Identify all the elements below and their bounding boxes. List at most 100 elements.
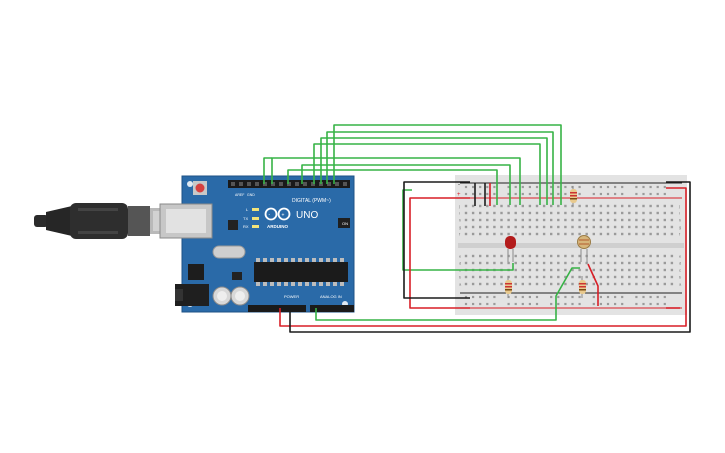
wire-green[interactable] [263, 157, 272, 184]
wire-black[interactable] [289, 181, 691, 333]
resistor[interactable] [570, 186, 577, 206]
breadboard-hole[interactable] [649, 225, 652, 229]
breadboard-hole[interactable] [493, 254, 496, 258]
breadboard-hole[interactable] [521, 268, 524, 272]
breadboard-hole[interactable] [599, 218, 603, 222]
breadboard-hole[interactable] [479, 275, 482, 279]
breadboard-hole[interactable] [486, 275, 489, 279]
breadboard-hole[interactable] [479, 218, 482, 222]
breadboard-hole[interactable] [578, 295, 581, 299]
breadboard-hole[interactable] [550, 204, 553, 208]
breadboard-hole[interactable] [514, 218, 517, 222]
breadboard-hole[interactable] [486, 295, 489, 299]
breadboard-hole[interactable] [635, 225, 638, 229]
breadboard-hole[interactable] [606, 261, 610, 265]
breadboard-hole[interactable] [621, 275, 624, 279]
breadboard-hole[interactable] [471, 232, 475, 236]
breadboard-hole[interactable] [663, 211, 666, 215]
breadboard-hole[interactable] [571, 295, 574, 299]
breadboard-hole[interactable] [642, 232, 645, 236]
breadboard-hole[interactable] [486, 232, 489, 236]
analog-header[interactable] [310, 305, 354, 312]
breadboard-hole[interactable] [649, 204, 652, 208]
breadboard-hole[interactable] [550, 218, 553, 222]
breadboard-hole[interactable] [628, 211, 631, 215]
breadboard-hole[interactable] [592, 204, 595, 208]
breadboard-hole[interactable] [464, 185, 468, 189]
breadboard-hole[interactable] [493, 192, 496, 196]
breadboard-hole[interactable] [592, 302, 595, 306]
breadboard-hole[interactable] [500, 211, 503, 215]
breadboard-hole[interactable] [656, 185, 659, 189]
breadboard-hole[interactable] [606, 225, 610, 229]
breadboard-hole[interactable] [656, 204, 659, 208]
breadboard-hole[interactable] [528, 275, 532, 279]
breadboard-hole[interactable] [635, 295, 638, 299]
breadboard-hole[interactable] [642, 275, 645, 279]
breadboard-hole[interactable] [564, 268, 567, 272]
breadboard-hole[interactable] [493, 295, 496, 299]
breadboard-hole[interactable] [599, 275, 603, 279]
breadboard-hole[interactable] [613, 225, 617, 229]
breadboard-hole[interactable] [535, 268, 539, 272]
breadboard-hole[interactable] [521, 185, 524, 189]
breadboard-hole[interactable] [621, 192, 624, 196]
breadboard-hole[interactable] [479, 192, 482, 196]
breadboard-hole[interactable] [550, 192, 553, 196]
breadboard-hole[interactable] [621, 254, 624, 258]
breadboard-hole[interactable] [521, 218, 524, 222]
breadboard-hole[interactable] [621, 302, 624, 306]
breadboard-hole[interactable] [571, 225, 574, 229]
breadboard-hole[interactable] [628, 254, 631, 258]
breadboard-hole[interactable] [656, 302, 659, 306]
breadboard-hole[interactable] [542, 218, 546, 222]
breadboard-hole[interactable] [535, 218, 539, 222]
breadboard-hole[interactable] [614, 185, 617, 189]
breadboard-hole[interactable] [599, 192, 602, 196]
breadboard-hole[interactable] [542, 261, 546, 265]
breadboard-hole[interactable] [521, 225, 524, 229]
breadboard-hole[interactable] [542, 275, 546, 279]
breadboard-hole[interactable] [628, 225, 631, 229]
breadboard-hole[interactable] [635, 211, 638, 215]
breadboard-hole[interactable] [514, 204, 517, 208]
breadboard-hole[interactable] [635, 232, 638, 236]
breadboard-hole[interactable] [642, 211, 645, 215]
breadboard-hole[interactable] [486, 282, 489, 286]
breadboard-hole[interactable] [571, 275, 574, 279]
breadboard-hole[interactable] [557, 232, 560, 236]
breadboard-hole[interactable] [649, 295, 652, 299]
breadboard-hole[interactable] [550, 254, 553, 258]
breadboard-hole[interactable] [621, 268, 624, 272]
breadboard-hole[interactable] [642, 192, 645, 196]
breadboard-hole[interactable] [635, 282, 638, 286]
breadboard-hole[interactable] [550, 232, 553, 236]
breadboard-hole[interactable] [471, 261, 475, 265]
breadboard-hole[interactable] [592, 232, 595, 236]
breadboard-hole[interactable] [656, 192, 659, 196]
breadboard-hole[interactable] [535, 261, 539, 265]
breadboard-hole[interactable] [585, 282, 588, 286]
breadboard-hole[interactable] [592, 261, 595, 265]
breadboard-hole[interactable] [557, 225, 560, 229]
breadboard-hole[interactable] [528, 211, 532, 215]
breadboard-hole[interactable] [670, 211, 674, 215]
breadboard-hole[interactable] [606, 282, 610, 286]
resistor[interactable] [505, 276, 512, 298]
breadboard-hole[interactable] [635, 218, 638, 222]
breadboard-hole[interactable] [550, 302, 553, 306]
breadboard-hole[interactable] [571, 232, 574, 236]
breadboard-hole[interactable] [614, 302, 617, 306]
breadboard-hole[interactable] [535, 282, 539, 286]
breadboard-hole[interactable] [521, 192, 524, 196]
breadboard-hole[interactable] [670, 254, 674, 258]
breadboard-hole[interactable] [550, 268, 553, 272]
breadboard-hole[interactable] [535, 275, 539, 279]
breadboard-hole[interactable] [642, 295, 645, 299]
breadboard-hole[interactable] [656, 295, 659, 299]
breadboard-hole[interactable] [656, 211, 659, 215]
breadboard-hole[interactable] [578, 218, 581, 222]
wire-red[interactable] [279, 187, 687, 327]
breadboard-hole[interactable] [528, 295, 531, 299]
breadboard-hole[interactable] [521, 295, 524, 299]
